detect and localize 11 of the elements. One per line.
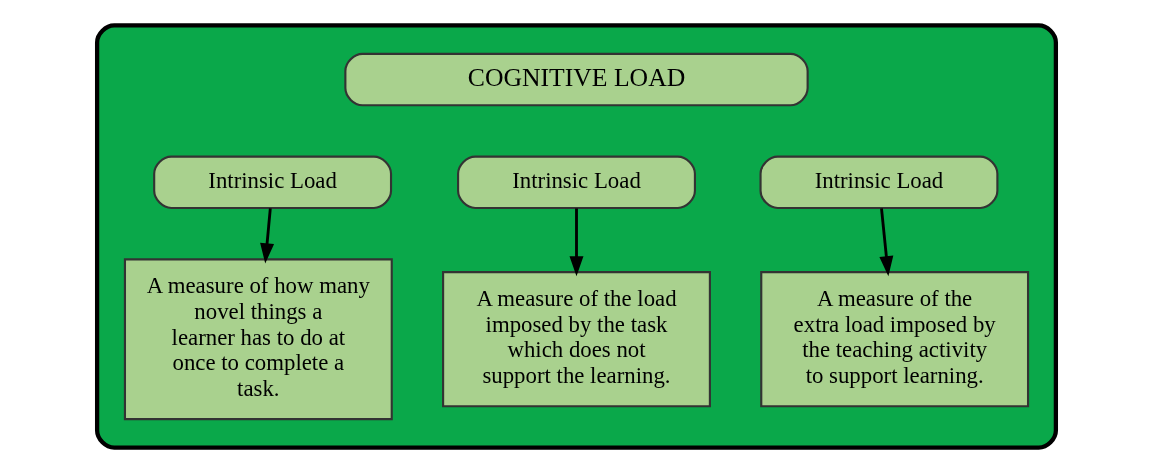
arrow (569, 208, 583, 277)
arrow (878, 208, 893, 277)
node-box: COGNITIVE LOAD (343, 52, 809, 107)
node-box: Intrinsic Load (456, 155, 696, 210)
node-box: Intrinsic Load (758, 155, 998, 210)
node-box: A measure of the load imposed by the task which does not support the learning. (441, 271, 711, 408)
cluster (94, 23, 1058, 450)
node-box: Intrinsic Load (152, 155, 392, 210)
arrow (259, 208, 274, 264)
node-box: A measure of the extra load imposed by the teaching activity to support learning. (759, 271, 1029, 408)
node-box: A measure of how many novel things a learner has to do at once to complete a task. (123, 258, 393, 421)
